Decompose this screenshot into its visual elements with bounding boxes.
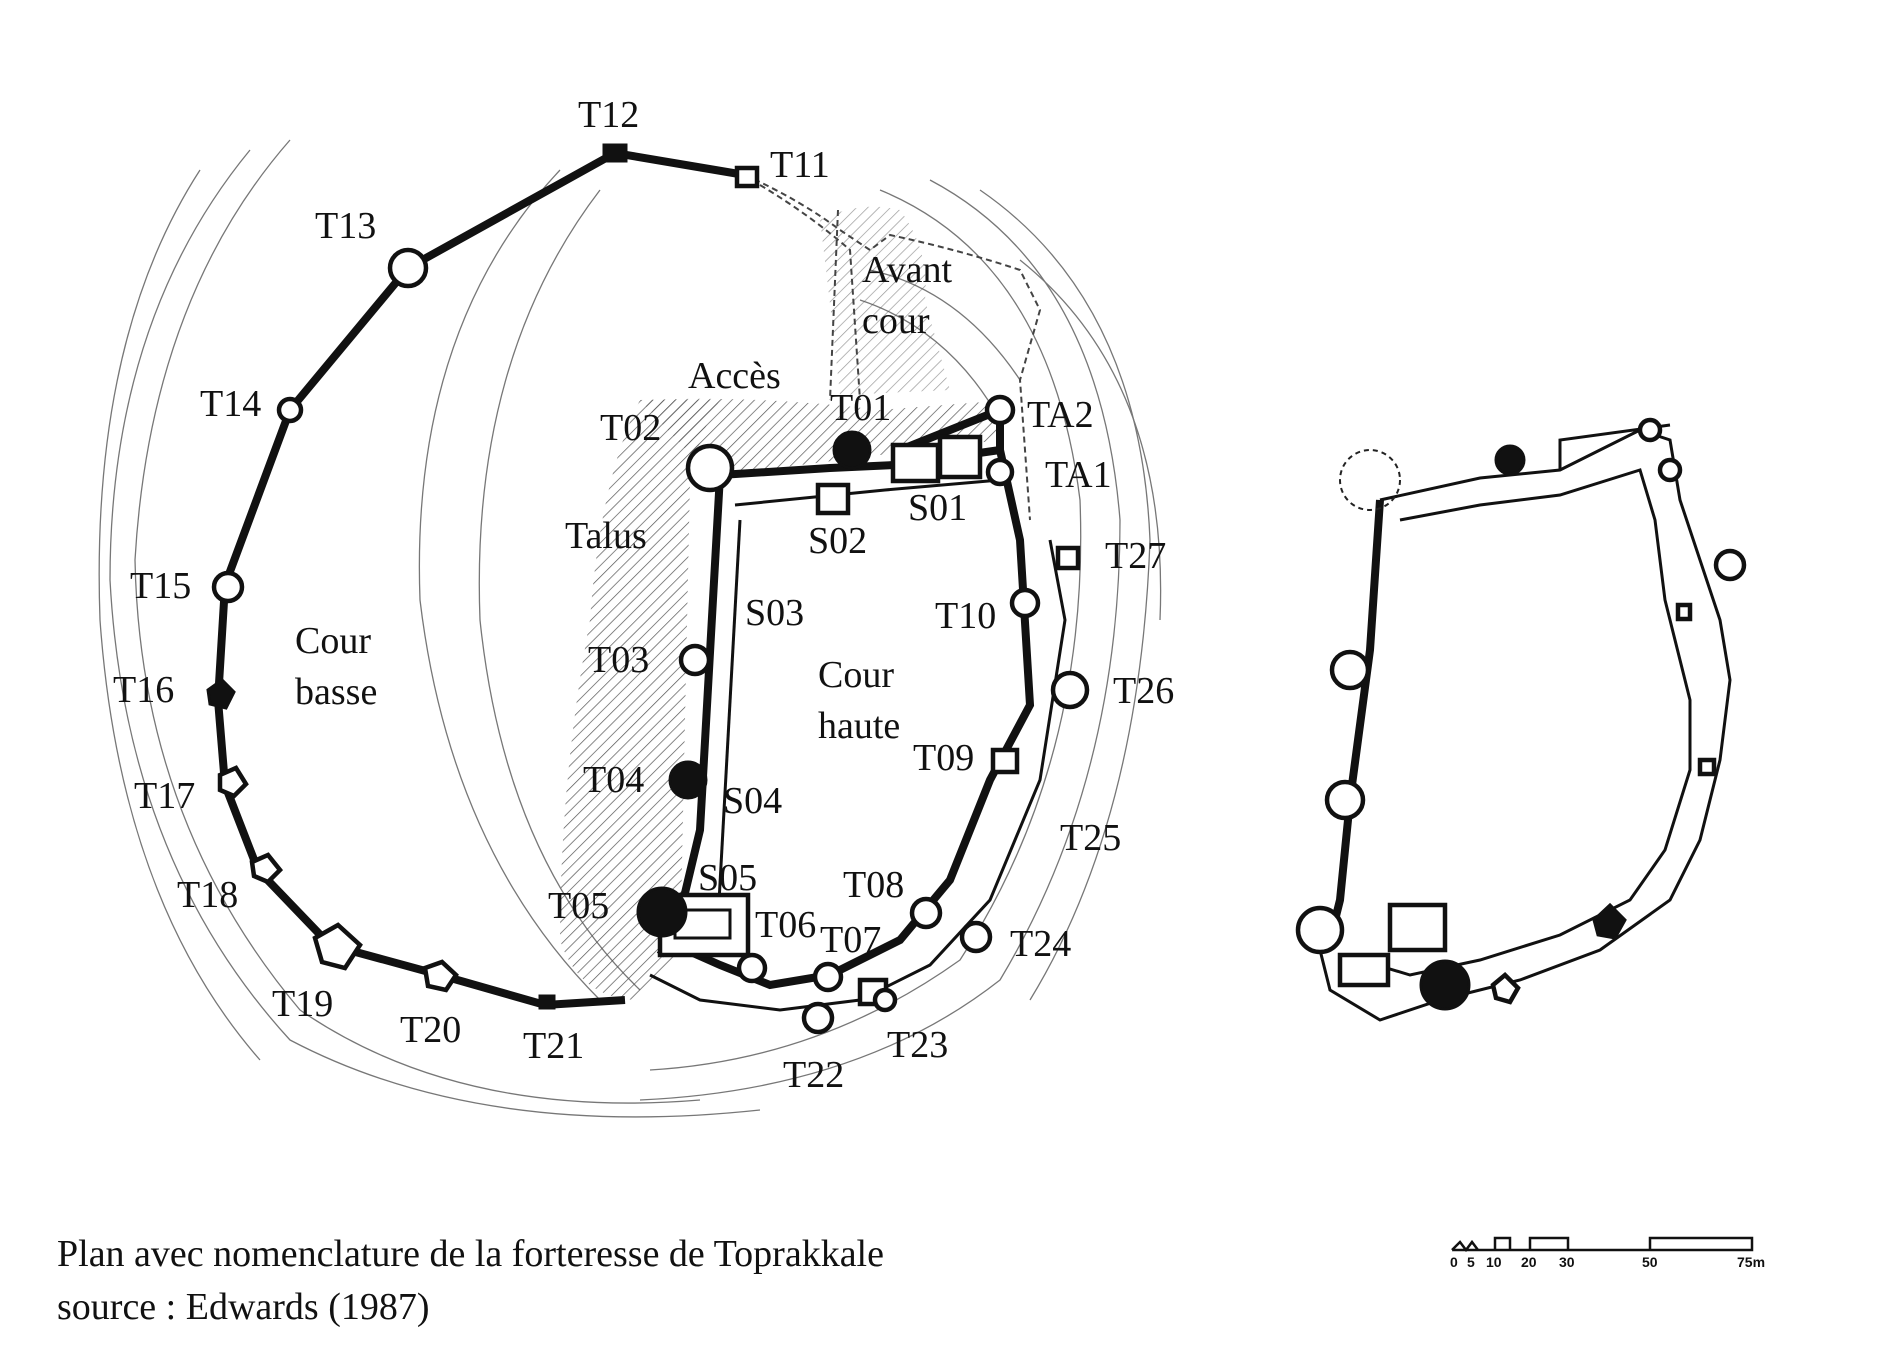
scale-tick-5: 5 — [1467, 1254, 1475, 1270]
label-t26: T26 — [1113, 670, 1174, 712]
label-t19: T19 — [272, 983, 333, 1025]
label-t23: T23 — [887, 1024, 948, 1066]
caption-title: Plan avec nomenclature de la forteresse … — [57, 1233, 884, 1275]
label-t24: T24 — [1010, 923, 1071, 965]
label-avant-cour-2: cour — [862, 300, 930, 342]
label-t06: T06 — [755, 904, 816, 946]
upper-towers — [636, 430, 1090, 1035]
label-t04: T04 — [583, 759, 644, 801]
caption-source: source : Edwards (1987) — [57, 1286, 430, 1328]
label-t09: T09 — [913, 737, 974, 779]
label-t07: T07 — [820, 919, 881, 961]
label-cour-basse-2: basse — [295, 671, 377, 713]
label-t10: T10 — [935, 595, 996, 637]
label-s01: S01 — [908, 487, 967, 529]
scale-tick-75m: 75m — [1737, 1254, 1765, 1270]
scale-bar: 0 5 10 20 30 50 75m — [1450, 1236, 1765, 1270]
structure-labels: S01 S02 S03 S04 S05 — [698, 487, 967, 899]
outer-enceinte — [213, 148, 746, 1010]
label-avant-cour-1: Avant — [862, 249, 952, 291]
scale-tick-10: 10 — [1486, 1254, 1502, 1270]
talus-hatch — [560, 206, 1010, 1000]
label-t13: T13 — [315, 205, 376, 247]
label-s05: S05 — [698, 857, 757, 899]
label-t03: T03 — [588, 639, 649, 681]
label-t18: T18 — [177, 874, 238, 916]
label-ta2: TA2 — [1027, 394, 1094, 436]
label-ta1: TA1 — [1045, 454, 1112, 496]
label-t14: T14 — [200, 383, 261, 425]
label-cour-haute-2: haute — [818, 705, 900, 747]
label-t16: T16 — [113, 669, 174, 711]
label-t15: T15 — [130, 565, 191, 607]
tower-labels: T12 T11 T13 T14 T15 T16 T17 T18 T19 T20 … — [113, 94, 1174, 1096]
secondary-plan — [1295, 417, 1747, 1022]
scale-tick-0: 0 — [1450, 1254, 1458, 1270]
label-t22: T22 — [783, 1054, 844, 1096]
label-t21: T21 — [523, 1025, 584, 1067]
label-t17: T17 — [134, 775, 195, 817]
upper-castle — [649, 406, 1067, 1012]
outer-towers — [206, 143, 1081, 1010]
label-cour-basse-1: Cour — [295, 620, 371, 662]
label-acces: Accès — [688, 355, 781, 397]
label-talus: Talus — [565, 515, 647, 557]
scale-tick-50: 50 — [1642, 1254, 1658, 1270]
label-t11: T11 — [770, 144, 830, 186]
label-t08: T08 — [843, 864, 904, 906]
label-t02: T02 — [600, 407, 661, 449]
label-t12: T12 — [578, 94, 639, 136]
label-cour-haute-1: Cour — [818, 654, 894, 696]
label-s03: S03 — [745, 592, 804, 634]
label-t05: T05 — [548, 885, 609, 927]
label-t27: T27 — [1105, 535, 1166, 577]
label-s02: S02 — [808, 520, 867, 562]
scale-tick-20: 20 — [1521, 1254, 1537, 1270]
avant-cour-outline — [744, 174, 1042, 521]
label-t20: T20 — [400, 1009, 461, 1051]
label-t01: T01 — [830, 387, 891, 429]
scale-tick-30: 30 — [1559, 1254, 1575, 1270]
label-t25: T25 — [1060, 817, 1121, 859]
label-s04: S04 — [723, 780, 782, 822]
area-labels: Avant cour Accès Talus Cour basse Cour h… — [295, 249, 952, 747]
